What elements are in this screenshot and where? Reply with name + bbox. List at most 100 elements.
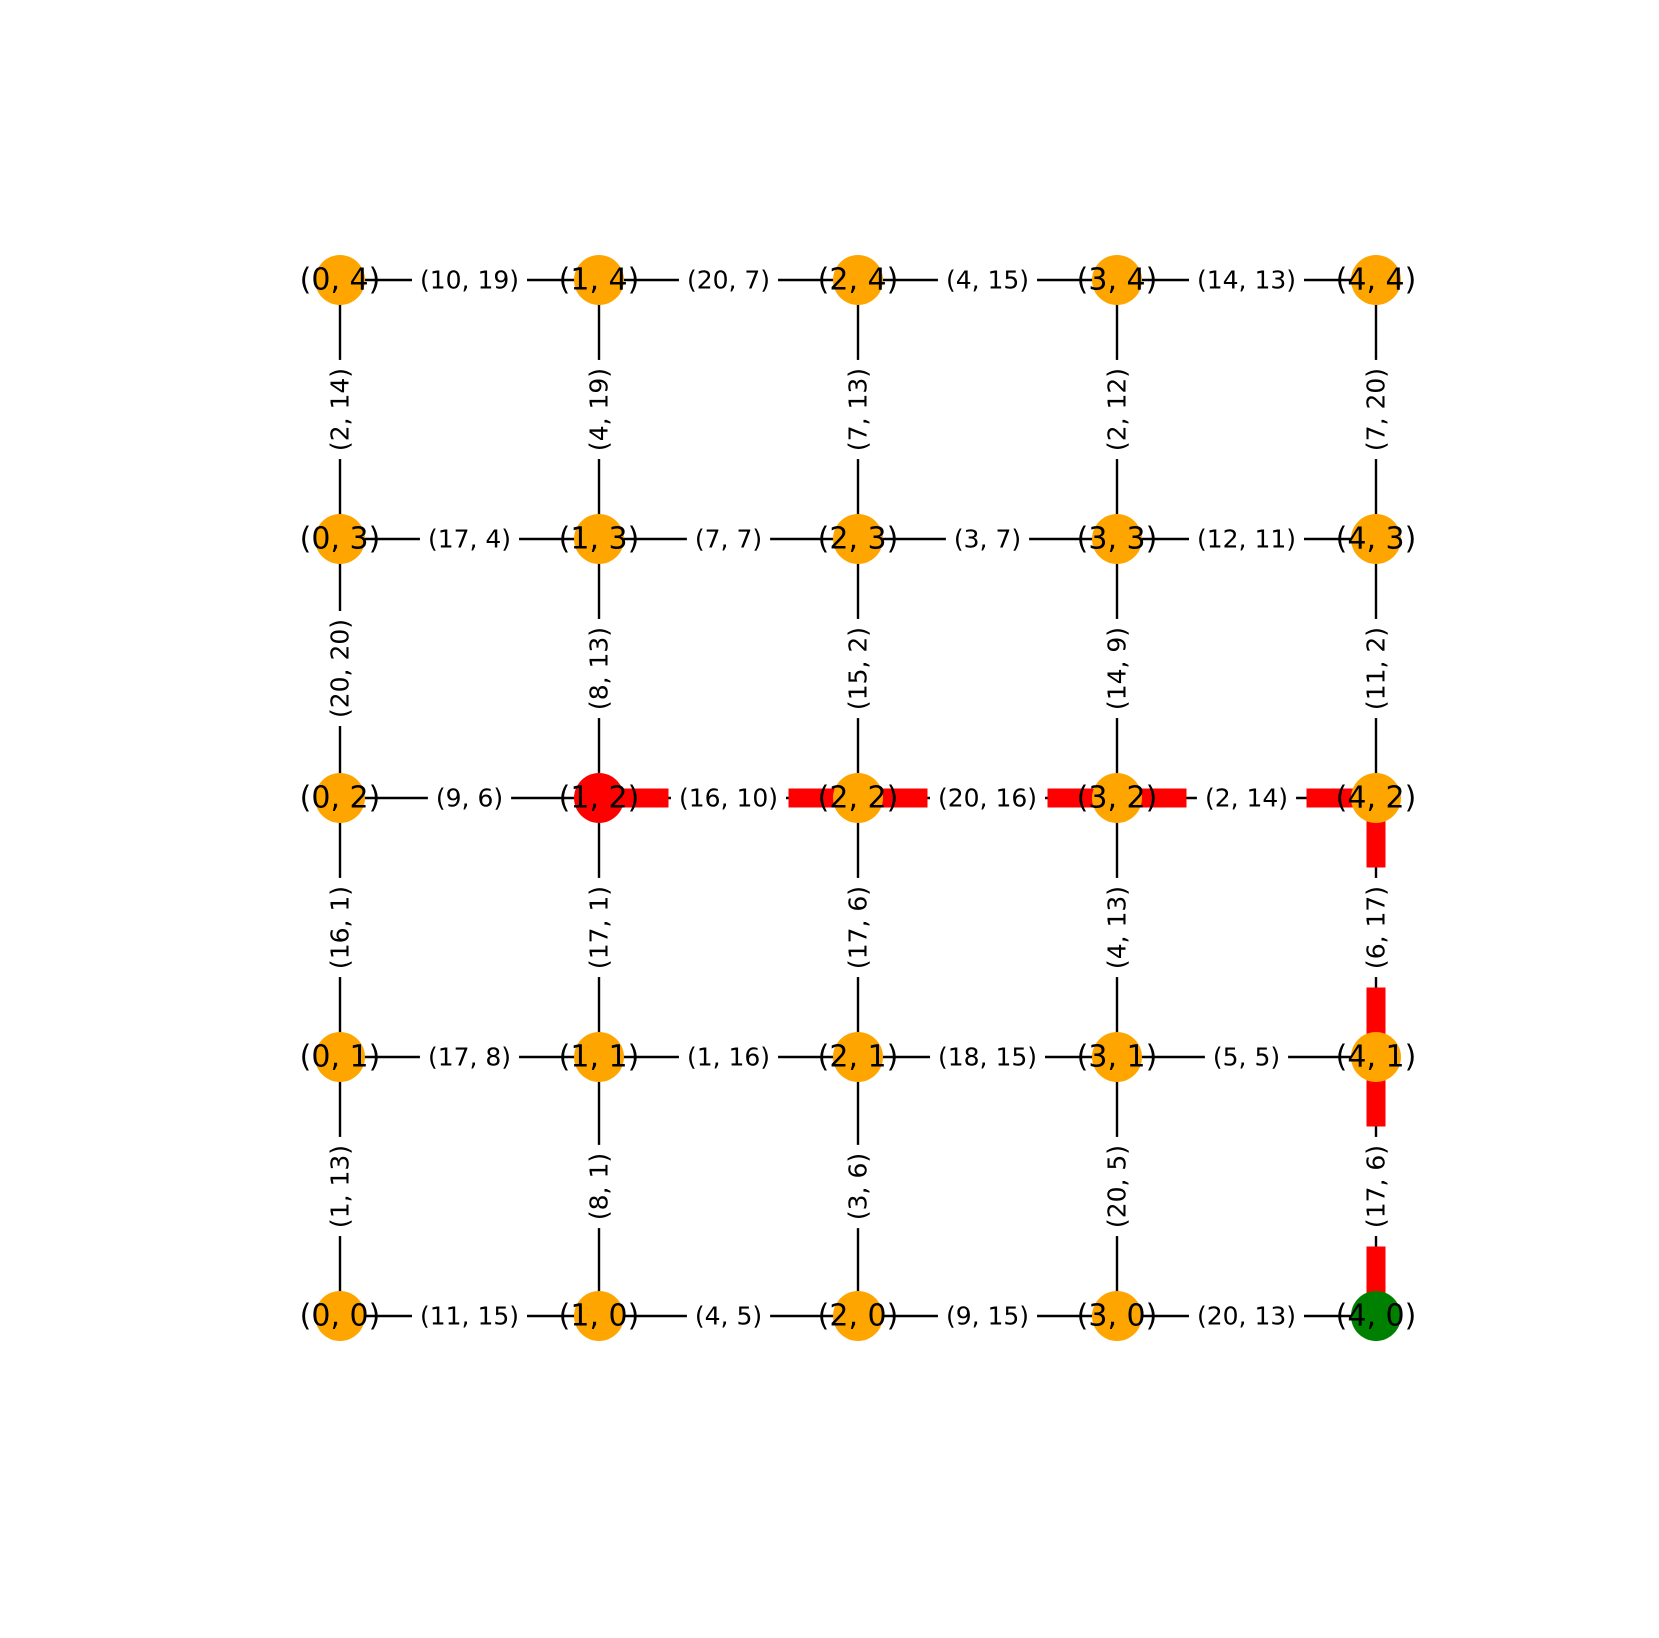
edge-label-background [582,877,616,978]
edge-label-group: (11, 15) [411,1299,528,1333]
node-0-0 [315,1291,365,1341]
edge-label-background [929,781,1046,815]
node-label: (4, 4) [1336,263,1417,298]
edge-label-background [841,359,875,460]
edge-label: (20, 16) [938,784,1037,813]
node-1-2-start [574,773,624,823]
edge-label-background [678,263,779,297]
edge-label-group: (7, 13) [841,359,875,460]
node-label: (4, 3) [1336,522,1417,557]
node-0-2 [315,773,365,823]
edge-label: (17, 1) [585,886,614,969]
edge-label-group: (3, 7) [945,522,1030,556]
edge-label-group: (7, 7) [686,522,771,556]
edge-label: (11, 2) [1362,627,1391,710]
edge-label-background [411,263,528,297]
node-label: (0, 0) [300,1299,381,1334]
node-label: (3, 2) [1077,781,1158,816]
node-2-0 [833,1291,883,1341]
node-labels-layer: (0, 0)(1, 0)(2, 0)(3, 0)(4, 0)(0, 1)(1, … [300,263,1417,1334]
edge-label-group: (1, 13) [323,1136,357,1237]
nodes-layer [315,255,1401,1341]
node-label: (0, 1) [300,1040,381,1075]
edge-label: (8, 13) [585,627,614,710]
edge-label: (1, 13) [326,1145,355,1228]
edge-label-group: (4, 13) [1100,877,1134,978]
edge-label-group: (6, 17) [1359,877,1393,978]
edge-label-background [686,522,771,556]
edge-label: (16, 10) [679,784,778,813]
node-3-4 [1092,255,1142,305]
node-label: (0, 2) [300,781,381,816]
edge-label-group: (7, 20) [1359,359,1393,460]
edge-label-background [323,1136,357,1237]
edge-label-group: (17, 8) [419,1040,520,1074]
edge-label-background [411,1299,528,1333]
edge-label-group: (14, 9) [1100,618,1134,719]
edge-label-background [1359,618,1393,719]
edge-label-background [1100,618,1134,719]
edge-label-group: (20, 20) [323,610,357,727]
node-label: (0, 4) [300,263,381,298]
edge-label-background [841,877,875,978]
node-label: (2, 1) [818,1040,899,1075]
edge-label-background [670,781,787,815]
edge-label-background [841,1144,875,1229]
node-label: (3, 3) [1077,522,1158,557]
node-0-3 [315,514,365,564]
node-3-2 [1092,773,1142,823]
edge-label-background [582,359,616,460]
node-1-1 [574,1032,624,1082]
node-label: (4, 1) [1336,1040,1417,1075]
edge-label: (14, 9) [1103,627,1132,710]
edge-label: (3, 7) [954,525,1021,554]
edge-label: (20, 20) [326,619,355,718]
edge-label-group: (4, 19) [582,359,616,460]
edge-label-group: (1, 16) [678,1040,779,1074]
edge-label: (4, 13) [1103,886,1132,969]
edge-label: (6, 17) [1362,886,1391,969]
node-2-2 [833,773,883,823]
edge-label: (17, 4) [428,525,511,554]
edge-label-background [1188,263,1305,297]
edge-label: (5, 5) [1213,1043,1280,1072]
node-0-4 [315,255,365,305]
node-label: (4, 2) [1336,781,1417,816]
edge-label-group: (4, 15) [937,263,1038,297]
edge-label-background [427,781,512,815]
node-label: (2, 4) [818,263,899,298]
edge-label-background [1188,1299,1305,1333]
node-label: (2, 2) [818,781,899,816]
edge-label: (18, 15) [938,1043,1037,1072]
edge-label-background [937,1299,1038,1333]
edge-label-group: (11, 2) [1359,618,1393,719]
edge-label-group: (8, 1) [582,1144,616,1229]
edge-label: (10, 19) [420,266,519,295]
edge-label-group: (16, 1) [323,877,357,978]
edge-label-background [582,1144,616,1229]
edge-label-background [323,877,357,978]
edge-label-group: (20, 5) [1100,1136,1134,1237]
edge-label-group: (5, 5) [1204,1040,1289,1074]
edge-label-group: (20, 7) [678,263,779,297]
edge-label: (9, 15) [946,1302,1029,1331]
node-4-1 [1351,1032,1401,1082]
edge-label: (7, 20) [1362,368,1391,451]
node-1-3 [574,514,624,564]
edge-label-group: (15, 2) [841,618,875,719]
edge-label-background [945,522,1030,556]
edge-label-background [1100,359,1134,460]
node-0-1 [315,1032,365,1082]
edge-label-background [1359,359,1393,460]
edge-label-background [1204,1040,1289,1074]
edge-label: (17, 6) [844,886,873,969]
edge-label-group: (2, 14) [323,359,357,460]
edge-label-group: (2, 14) [1196,781,1297,815]
node-label: (4, 0) [1336,1299,1417,1334]
edge-label-background [323,610,357,727]
edge-label-group: (16, 10) [670,781,787,815]
edge-label-background [419,1040,520,1074]
edge-label-background [937,263,1038,297]
edge-label-group: (12, 11) [1188,522,1305,556]
